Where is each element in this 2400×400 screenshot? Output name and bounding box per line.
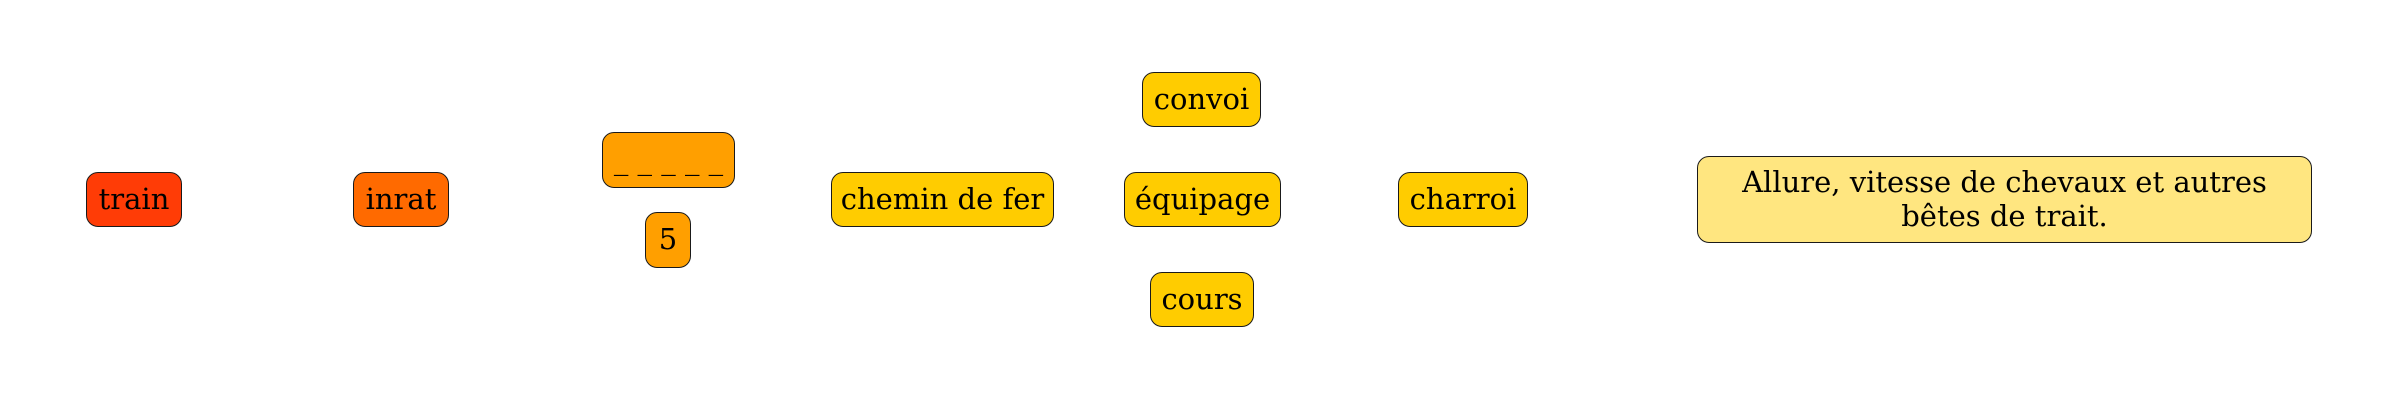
- node-charroi: charroi: [1398, 172, 1528, 227]
- node-convoi: convoi: [1142, 72, 1261, 127]
- node-inrat: inrat: [353, 172, 449, 227]
- node-train: train: [86, 172, 182, 227]
- node-cours: cours: [1150, 272, 1254, 327]
- node-definition: Allure, vitesse de chevaux et autres bêt…: [1697, 156, 2312, 243]
- node-five: 5: [645, 212, 691, 268]
- node-chemin-de-fer: chemin de fer: [831, 172, 1054, 227]
- node-blank: _ _ _ _ _: [602, 132, 735, 188]
- node-equipage: équipage: [1124, 172, 1281, 227]
